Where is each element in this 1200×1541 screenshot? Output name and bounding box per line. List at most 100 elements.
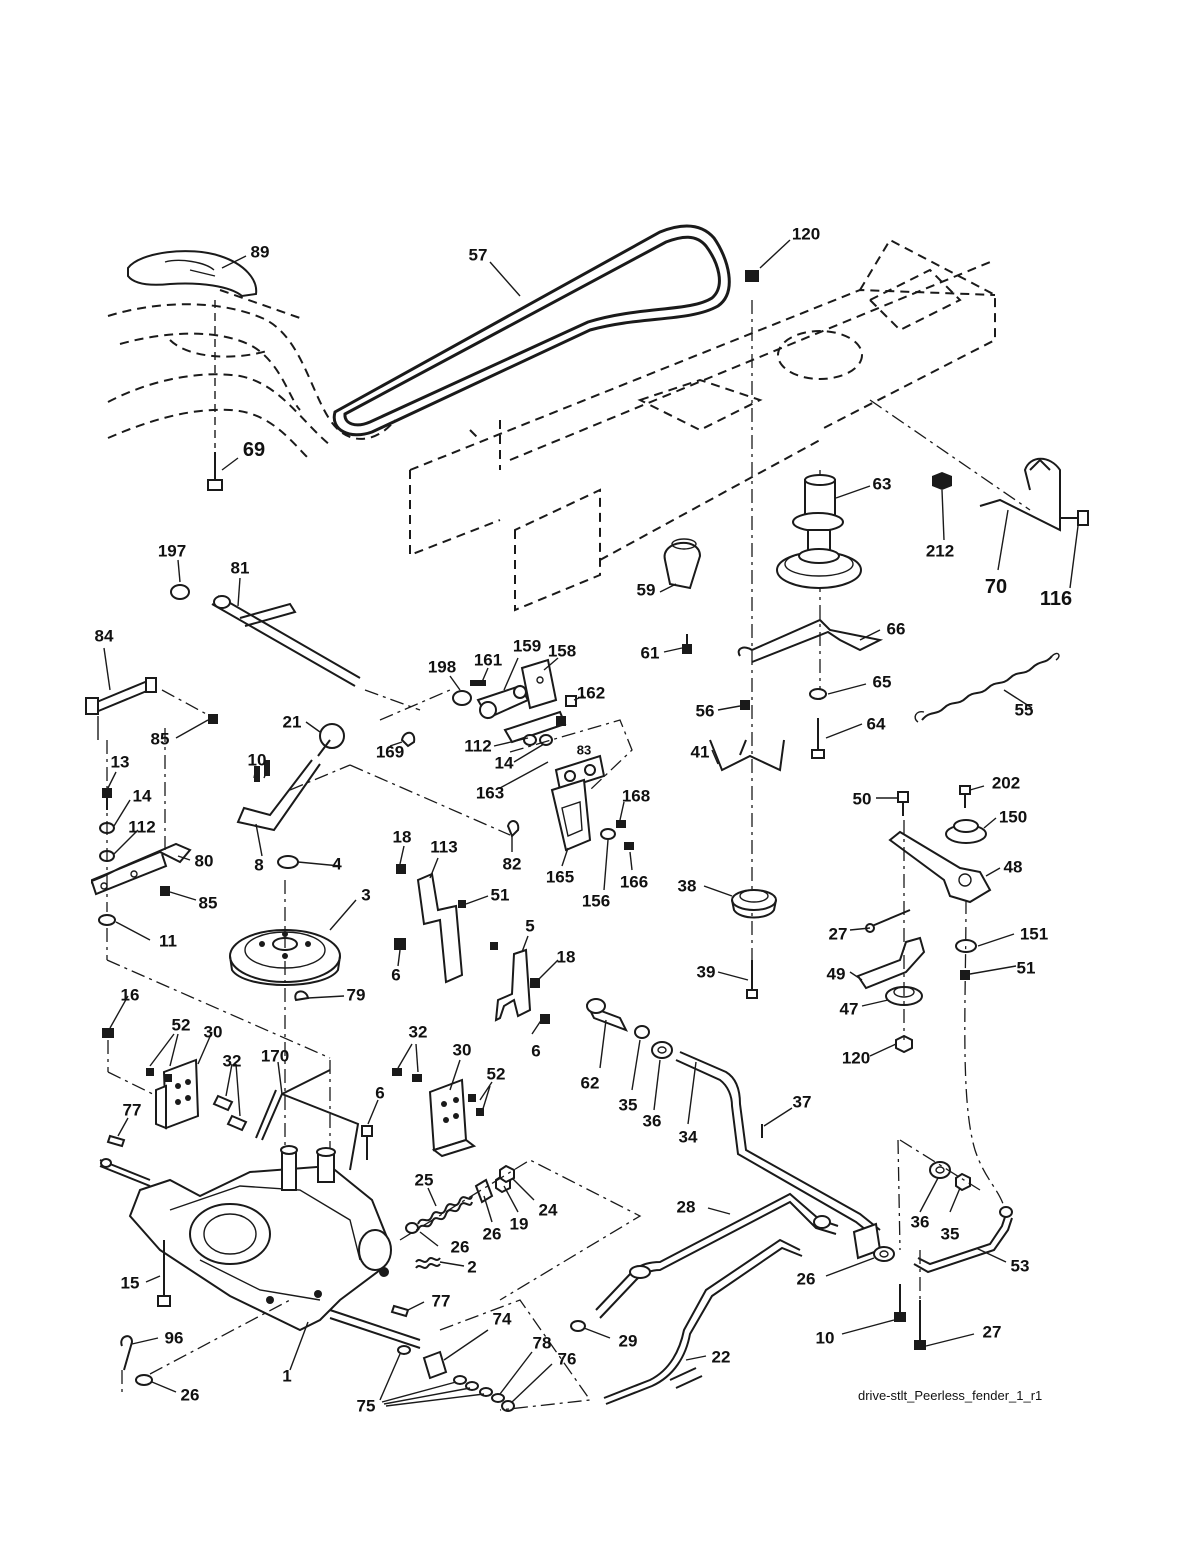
callout-35-upper: 35	[618, 1095, 638, 1115]
callout-34: 34	[678, 1127, 698, 1147]
callout-14-upper: 14	[494, 753, 514, 773]
spacer-part-26	[474, 1178, 494, 1204]
callout-11: 11	[159, 931, 177, 951]
callout-30-right: 30	[452, 1040, 472, 1060]
callout-75: 75	[356, 1396, 376, 1416]
callout-37: 37	[792, 1092, 812, 1112]
rod-part-28	[595, 1192, 839, 1319]
leader-lines	[103, 239, 1079, 1407]
plate-part-80	[91, 842, 192, 896]
callout-96: 96	[164, 1328, 184, 1348]
callout-50: 50	[852, 789, 872, 809]
callout-78: 78	[532, 1333, 552, 1353]
bolt-part-10-lower	[894, 1284, 906, 1322]
callout-48: 48	[1003, 857, 1023, 877]
callout-212: 212	[925, 541, 955, 561]
washer-part-26-bottom	[135, 1374, 153, 1386]
plate-part-165	[550, 778, 626, 852]
callout-85-lower: 85	[198, 893, 218, 913]
spring-part-25	[417, 1195, 473, 1231]
callout-14-lower: 14	[132, 786, 152, 806]
bolt-part-18-upper	[396, 864, 406, 874]
bolt-part-61	[682, 634, 692, 654]
washer-part-65	[809, 688, 827, 700]
bushing-part-197	[170, 584, 190, 600]
spacer-part-74	[422, 1350, 448, 1380]
callout-65: 65	[872, 672, 892, 692]
callout-27-upper: 27	[828, 924, 848, 944]
callout-19: 19	[509, 1214, 529, 1234]
callout-3: 3	[361, 885, 371, 905]
callout-30-left: 30	[203, 1022, 223, 1042]
callout-168: 168	[621, 786, 651, 806]
callout-162: 162	[576, 683, 606, 703]
nut-part-120-top	[745, 270, 759, 282]
bushing-part-62	[585, 998, 629, 1032]
diagram-caption: drive-stlt_Peerless_fender_1_r1	[858, 1388, 1043, 1403]
callout-26-right: 26	[796, 1269, 816, 1289]
bolt-part-116	[1060, 510, 1089, 526]
callout-22: 22	[711, 1347, 731, 1367]
bushing-part-29	[570, 1320, 586, 1332]
callout-57: 57	[468, 245, 488, 265]
washer-part-78	[491, 1393, 505, 1403]
bolt-part-6-left	[394, 938, 406, 950]
callout-113: 113	[430, 837, 458, 857]
knob-part-21	[319, 723, 345, 749]
callout-51-right: 51	[1016, 958, 1036, 978]
callout-38: 38	[677, 876, 697, 896]
bolt-part-18-lower	[530, 978, 540, 988]
callout-18-upper: 18	[392, 827, 412, 847]
callout-159: 159	[512, 636, 542, 656]
bracket-part-5	[494, 948, 532, 1022]
callout-41: 41	[690, 742, 710, 762]
pulley-part-38	[731, 889, 777, 919]
nut-part-16	[102, 1028, 114, 1038]
nut-part-35-right	[955, 1172, 971, 1192]
bolts-part-32-left	[212, 1094, 248, 1132]
callout-61: 61	[640, 643, 660, 663]
callout-4: 4	[332, 854, 342, 874]
callout-28: 28	[676, 1197, 696, 1217]
bolt-part-27-lower	[914, 1300, 926, 1350]
callout-52-left: 52	[171, 1015, 191, 1035]
bolts-part-32-right	[392, 1068, 422, 1082]
callout-8: 8	[254, 855, 264, 875]
callout-21: 21	[282, 712, 302, 732]
callout-10-upper: 10	[247, 750, 267, 770]
callout-82: 82	[502, 854, 522, 874]
callout-35-right: 35	[940, 1224, 960, 1244]
callout-150: 150	[998, 807, 1028, 827]
bracket-part-30-right	[428, 1078, 477, 1158]
callout-27-lower: 27	[982, 1322, 1002, 1342]
bolt-part-15	[157, 1240, 171, 1307]
washer-part-36-right	[929, 1161, 951, 1179]
drive-belt-part-57	[332, 224, 731, 437]
callout-69: 69	[242, 439, 266, 461]
rod-part-34	[675, 1051, 881, 1239]
callout-55: 55	[1014, 700, 1034, 720]
callout-84: 84	[94, 626, 114, 646]
rod-part-70	[979, 457, 1061, 532]
callout-76: 76	[557, 1349, 577, 1369]
callout-112-upper: 112	[464, 736, 492, 756]
bolt-part-166	[624, 842, 634, 850]
nuts-part-52-left	[146, 1068, 172, 1082]
bracket-part-113	[416, 872, 464, 984]
rod-part-66	[737, 618, 884, 663]
transaxle-part-1	[99, 1145, 421, 1349]
clip-part-59	[663, 538, 702, 590]
key-part-77-upper	[106, 1134, 126, 1148]
bolt-part-56	[740, 700, 750, 710]
callout-85-upper: 85	[150, 729, 170, 749]
callout-32-right: 32	[408, 1022, 428, 1042]
callout-79: 79	[346, 985, 366, 1005]
callout-89: 89	[250, 242, 270, 262]
washer-part-11	[98, 914, 116, 926]
callout-165: 165	[545, 867, 575, 887]
callout-197: 197	[157, 541, 187, 561]
callout-52-right: 52	[486, 1064, 506, 1084]
spring-part-2	[415, 1257, 441, 1269]
